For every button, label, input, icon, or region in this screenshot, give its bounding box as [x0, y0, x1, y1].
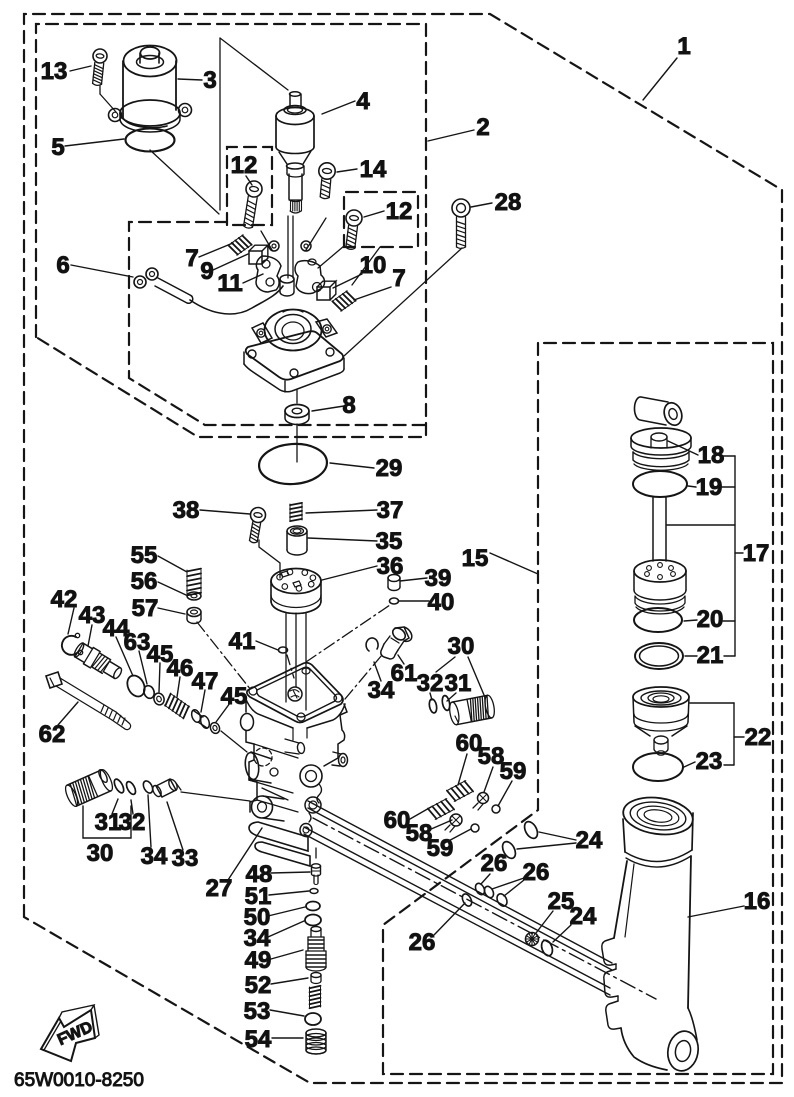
svg-text:49: 49 — [245, 947, 272, 974]
svg-text:30: 30 — [87, 840, 114, 867]
svg-text:40: 40 — [428, 589, 455, 616]
svg-text:8: 8 — [342, 392, 355, 419]
svg-text:18: 18 — [698, 442, 725, 469]
svg-text:30: 30 — [448, 633, 475, 660]
svg-text:1: 1 — [677, 33, 690, 60]
svg-text:22: 22 — [745, 724, 772, 751]
svg-text:12: 12 — [231, 152, 258, 179]
svg-text:39: 39 — [425, 565, 452, 592]
svg-text:53: 53 — [244, 998, 271, 1025]
svg-text:42: 42 — [51, 586, 78, 613]
svg-text:21: 21 — [697, 642, 724, 669]
svg-text:41: 41 — [229, 628, 256, 655]
svg-text:58: 58 — [406, 820, 433, 847]
svg-text:26: 26 — [523, 859, 550, 886]
svg-text:31: 31 — [95, 809, 122, 836]
svg-text:45: 45 — [147, 641, 174, 668]
svg-text:26: 26 — [481, 850, 508, 877]
svg-text:50: 50 — [244, 904, 271, 931]
svg-text:24: 24 — [570, 903, 597, 930]
svg-text:20: 20 — [697, 606, 724, 633]
svg-text:12: 12 — [386, 198, 413, 225]
svg-text:60: 60 — [384, 807, 411, 834]
svg-text:2: 2 — [476, 114, 489, 141]
svg-text:19: 19 — [696, 474, 723, 501]
svg-text:63: 63 — [124, 629, 151, 656]
svg-text:34: 34 — [368, 677, 395, 704]
svg-text:23: 23 — [696, 748, 723, 775]
svg-text:51: 51 — [245, 883, 272, 910]
svg-text:17: 17 — [743, 540, 770, 567]
svg-text:60: 60 — [456, 730, 483, 757]
svg-text:43: 43 — [79, 602, 106, 629]
svg-text:13: 13 — [41, 58, 68, 85]
svg-text:7: 7 — [392, 265, 405, 292]
svg-text:59: 59 — [427, 835, 454, 862]
svg-text:48: 48 — [246, 861, 273, 888]
svg-text:3: 3 — [203, 67, 216, 94]
svg-text:37: 37 — [377, 497, 404, 524]
svg-text:59: 59 — [500, 758, 527, 785]
svg-text:38: 38 — [173, 497, 200, 524]
svg-text:29: 29 — [376, 455, 403, 482]
svg-text:45: 45 — [221, 683, 248, 710]
svg-text:55: 55 — [131, 542, 158, 569]
svg-text:62: 62 — [39, 721, 66, 748]
svg-text:34: 34 — [141, 843, 168, 870]
svg-text:4: 4 — [356, 88, 370, 115]
svg-text:25: 25 — [548, 888, 575, 915]
svg-text:6: 6 — [56, 252, 69, 279]
svg-text:5: 5 — [51, 134, 64, 161]
svg-text:65W0010-8250: 65W0010-8250 — [14, 1070, 144, 1091]
svg-text:33: 33 — [172, 845, 199, 872]
svg-text:31: 31 — [445, 670, 472, 697]
svg-text:26: 26 — [409, 929, 436, 956]
svg-text:28: 28 — [495, 189, 522, 216]
svg-text:44: 44 — [103, 615, 130, 642]
svg-text:56: 56 — [131, 568, 158, 595]
svg-text:58: 58 — [478, 743, 505, 770]
svg-text:35: 35 — [376, 528, 403, 555]
svg-text:32: 32 — [119, 809, 146, 836]
svg-text:24: 24 — [576, 827, 603, 854]
svg-text:14: 14 — [360, 156, 387, 183]
svg-text:9: 9 — [200, 258, 213, 285]
svg-text:54: 54 — [245, 1026, 272, 1053]
svg-text:7: 7 — [185, 245, 198, 272]
svg-text:57: 57 — [132, 595, 159, 622]
svg-text:11: 11 — [217, 270, 242, 297]
svg-text:34: 34 — [244, 925, 271, 952]
svg-text:52: 52 — [245, 972, 272, 999]
svg-text:16: 16 — [744, 888, 771, 915]
svg-text:15: 15 — [462, 545, 489, 572]
